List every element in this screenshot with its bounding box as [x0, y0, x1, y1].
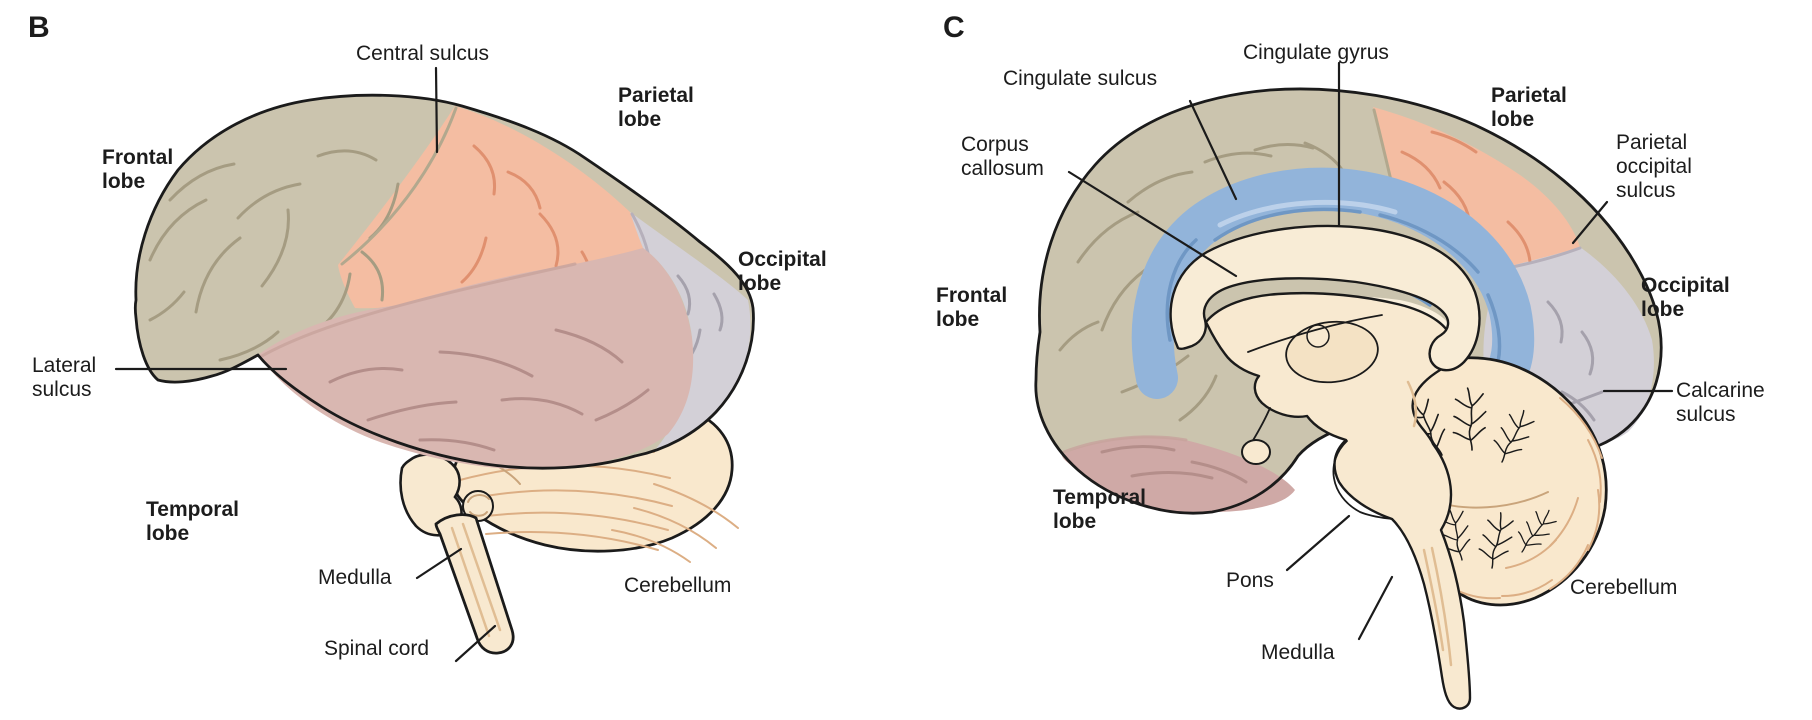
panel-c-art [1034, 61, 1674, 710]
pituitary-gland [1241, 439, 1271, 465]
midline-structures-c [1169, 224, 1481, 710]
medulla-spinal-cord-b [434, 513, 515, 655]
label-pons: Pons [1226, 569, 1274, 592]
label-occipital-lobe-c: Occipital lobe [1641, 274, 1730, 321]
panel-b-letter: B [28, 11, 50, 44]
label-occipital-lobe-b: Occipital lobe [738, 248, 827, 295]
label-calcarine-sulcus: Calcarine sulcus [1676, 379, 1765, 426]
label-parietal-lobe-b: Parietal lobe [618, 84, 694, 131]
label-temporal-lobe-c: Temporal lobe [1053, 486, 1146, 533]
temporal-lobe-region-c [1062, 436, 1295, 514]
medulla-leader-b [415, 547, 463, 580]
label-medulla-c: Medulla [1261, 641, 1335, 664]
label-frontal-lobe-c: Frontal lobe [936, 284, 1008, 331]
cerebrum-b [133, 93, 755, 470]
corpus-callosum-region [1169, 224, 1481, 372]
label-central-sulcus: Central sulcus [356, 42, 490, 65]
midbrain-b [399, 453, 463, 537]
label-medulla-b: Medulla [318, 566, 392, 589]
cerebrum-b-outline [133, 93, 755, 470]
corpus-callosum-leader [1067, 170, 1238, 278]
medulla-leader-c [1357, 575, 1394, 641]
panel-c-letter: C [943, 11, 965, 44]
central-sulcus-leader [434, 66, 439, 154]
label-cingulate-sulcus: Cingulate sulcus [1003, 67, 1158, 90]
label-lateral-sulcus: Lateral sulcus [32, 354, 97, 401]
panel-b-art [114, 66, 755, 663]
label-cingulate-gyrus: Cingulate gyrus [1243, 41, 1389, 64]
label-corpus-callosum: Corpus callosum [961, 133, 1044, 180]
label-spinal-cord: Spinal cord [324, 637, 430, 660]
temporal-lobe-region-b [258, 248, 694, 470]
label-parietal-lobe-c: Parietal lobe [1491, 84, 1567, 131]
spinal-cord-leader [454, 624, 497, 663]
label-cerebellum-c: Cerebellum [1570, 576, 1678, 599]
brainstem-b [399, 453, 515, 655]
label-frontal-lobe-b: Frontal lobe [102, 146, 174, 193]
occipital-lobe-region-b [630, 212, 751, 450]
fornix-line [1247, 314, 1383, 353]
pons-inner-line [1332, 440, 1393, 520]
parietal-occipital-sulcus-leader [1571, 200, 1609, 245]
label-cerebellum-b: Cerebellum [624, 574, 732, 597]
cingulate-band-path [1131, 167, 1535, 403]
parietal-lobe-region-b [338, 106, 648, 309]
cingulate-sulcus-leader [1188, 99, 1238, 201]
label-parietal-occipital-sulcus: Parietal occipital sulcus [1616, 131, 1692, 202]
label-temporal-lobe-b: Temporal lobe [146, 498, 239, 545]
pons-leader [1285, 514, 1351, 572]
parietal-lobe-region-c [1373, 107, 1580, 268]
